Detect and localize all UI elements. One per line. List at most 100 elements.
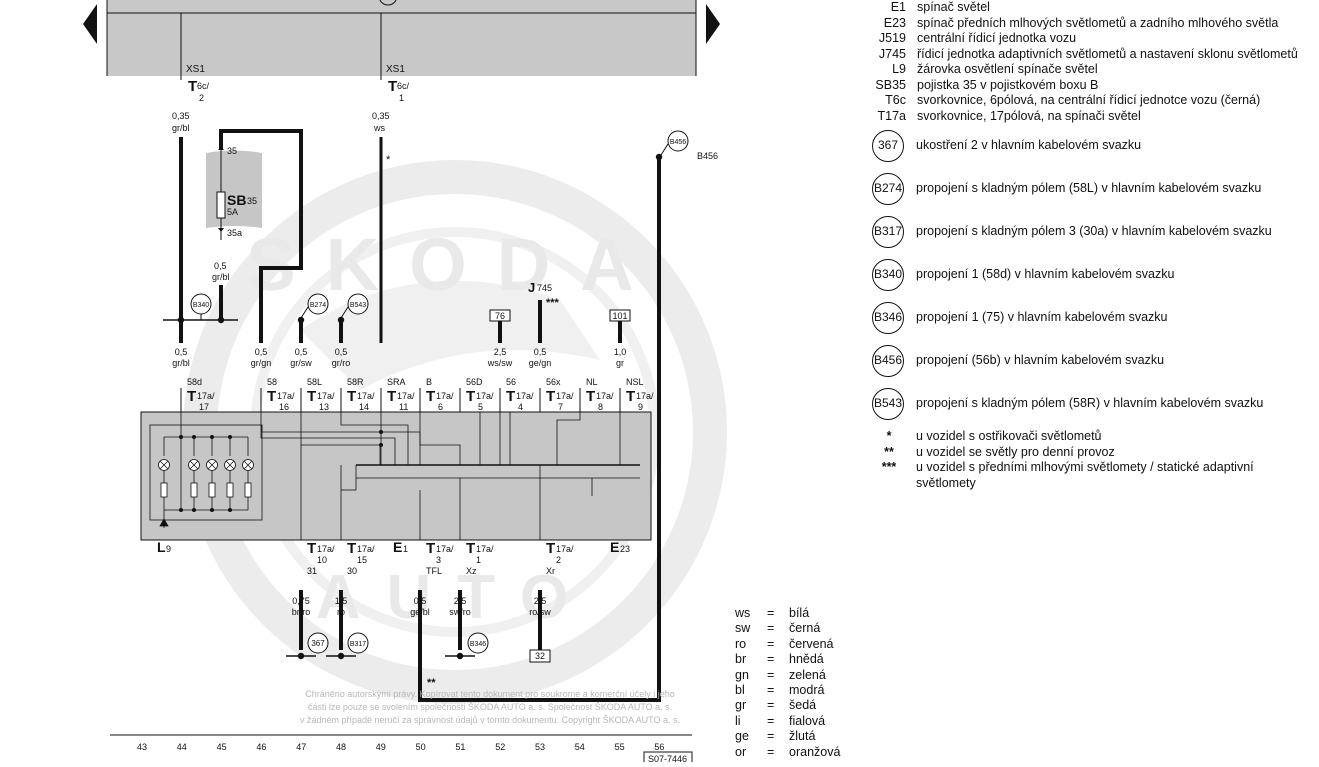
sb35-pin-top: 35 (227, 146, 237, 156)
top-pin-t: T (387, 388, 396, 405)
top-pin-number: 5 (478, 402, 483, 412)
top-pin-wire-color: ge/gn (529, 358, 552, 368)
color-name: šedá (789, 698, 817, 713)
legend-code: E1 (890, 0, 906, 14)
color-equals: = (767, 606, 775, 620)
triangle-right-icon[interactable] (706, 4, 720, 44)
legend-circle-item: B274 propojení s kladným pólem (58L) v hl… (862, 167, 1312, 210)
color-code: br (735, 652, 747, 667)
bottom-pin-wire-color: ro (337, 607, 345, 617)
t6c-left-t: T (188, 78, 197, 95)
signal-markers: * ** *** T J 745 76 101 32 B456 (386, 151, 718, 689)
wire-top-right-size: 0,35 (372, 111, 390, 121)
legend-star-item: ***u vozidel s předními mlhovými světlom… (862, 460, 1312, 491)
legend-code: L9 (892, 62, 906, 76)
legend-circle-code: B274 (872, 172, 904, 205)
top-pin-wire-color: ws/sw (487, 358, 513, 368)
triangle-left-icon[interactable] (83, 4, 97, 44)
top-pin-wire-size: 1,0 (614, 347, 627, 357)
track-number: 43 (137, 742, 147, 752)
b456-wire-label: B456 (697, 151, 718, 161)
legend-circle-code: B543 (872, 387, 904, 420)
sb35-label: SB (227, 192, 246, 208)
legend-star-mark: *** (881, 460, 897, 474)
color-name: zelená (789, 667, 826, 682)
star-double: ** (427, 677, 436, 689)
legend-description: centrální řídicí jednotka vozu (917, 31, 1077, 45)
top-pin-t: T (626, 388, 635, 405)
top-pin-wire-size: 0,5 (534, 347, 547, 357)
legend-circle-item: B543 propojení s kladným pólem (58R) v hl… (862, 382, 1312, 425)
bottom-pin-connector: 17a/ (476, 544, 494, 554)
document-code: S07-7446 (648, 754, 687, 762)
legend-circle-description: ukostření 2 v hlavním kabelovém svazku (916, 137, 1142, 152)
top-pin-connector: 17a/ (476, 391, 494, 401)
top-pin-connector: 17a/ (277, 391, 295, 401)
top-pin-function: B (426, 377, 432, 387)
label-e1-num: 1 (403, 544, 408, 554)
legend-description: pojistka 35 v pojistkovém boxu B (917, 77, 1099, 92)
color-name: oranžová (789, 744, 841, 759)
track-number: 48 (336, 742, 346, 752)
sb-wire-color: gr/bl (212, 272, 230, 282)
legend-circle-list: 367 ukostření 2 v hlavním kabelovém svazk… (862, 124, 1312, 425)
legend-circle-code: B346 (872, 301, 904, 334)
circle-b317: B317 (350, 641, 366, 648)
color-code-row: ro=červená (735, 637, 840, 652)
box-101: 101 (612, 311, 627, 321)
top-pin-number: 13 (319, 402, 329, 412)
bottom-pin-wire-size: 2,5 (454, 596, 467, 606)
j745-number: 745 (537, 283, 552, 293)
top-pin-number: 14 (359, 402, 369, 412)
watermark-text-bottom: AUTO (316, 563, 595, 632)
bottom-pin-t: T (426, 540, 435, 557)
color-equals: = (767, 683, 775, 698)
bottom-pin-wire-color: ge/bl (410, 607, 430, 617)
t6c-left-pin: 2 (199, 93, 204, 103)
label-e1-letter: E (393, 539, 402, 555)
bottom-pin-connector: 17a/ (556, 544, 574, 554)
top-pin-wire-color: gr/gn (251, 358, 272, 368)
xs1-right: XS1 (386, 64, 405, 75)
top-pin-wire-color: gr/sw (290, 358, 312, 368)
legend-description: řídicí jednotka adaptivních světlometů a… (917, 46, 1298, 61)
top-pin-wire-size: 0,5 (255, 347, 268, 357)
legend-circle-code: B456 (872, 344, 904, 377)
top-pin-connector: 17a/ (317, 391, 335, 401)
top-pin-wire-color: gr/bl (172, 358, 190, 368)
junction-dots (177, 153, 663, 660)
color-code-row: li=fialová (735, 714, 840, 729)
legend-code: T17a (877, 108, 907, 123)
legend-code: SB35 (875, 77, 906, 92)
legend-circle-description: propojení s kladným pólem (58L) v hlavní… (916, 180, 1262, 195)
legend-star-description: u vozidel se světly pro denní provoz (916, 444, 1115, 459)
legend-description: žárovka osvětlení spínače světel (917, 62, 1098, 76)
top-pin-connector: 17a/ (197, 391, 215, 401)
color-equals: = (767, 636, 775, 651)
legend-circle-code: B317 (872, 215, 904, 248)
color-equals: = (767, 713, 775, 728)
circle-b456: B456 (670, 139, 686, 146)
top-pin-t: T (267, 388, 276, 405)
legend-circle-description: propojení s kladným pólem (58R) v hlavní… (916, 395, 1264, 410)
bottom-pin-wire-color: br/ro (292, 607, 311, 617)
bottom-pin-connector: 17a/ (317, 544, 335, 554)
legend-circle-code: 367 (872, 129, 904, 162)
bottom-pin-number: 1 (476, 555, 481, 565)
top-pin-t: T (347, 388, 356, 405)
color-name: fialová (789, 713, 826, 728)
bottom-pin-wire-size: 1,5 (335, 596, 348, 606)
top-pin-number: 11 (399, 402, 408, 412)
track-number: 49 (376, 742, 386, 752)
color-equals: = (767, 621, 775, 636)
legend-circle-description: propojení (56b) v hlavním kabelovém svaz… (916, 352, 1165, 367)
circle-367: 367 (311, 639, 325, 648)
bottom-pin-number: 2 (556, 555, 561, 565)
